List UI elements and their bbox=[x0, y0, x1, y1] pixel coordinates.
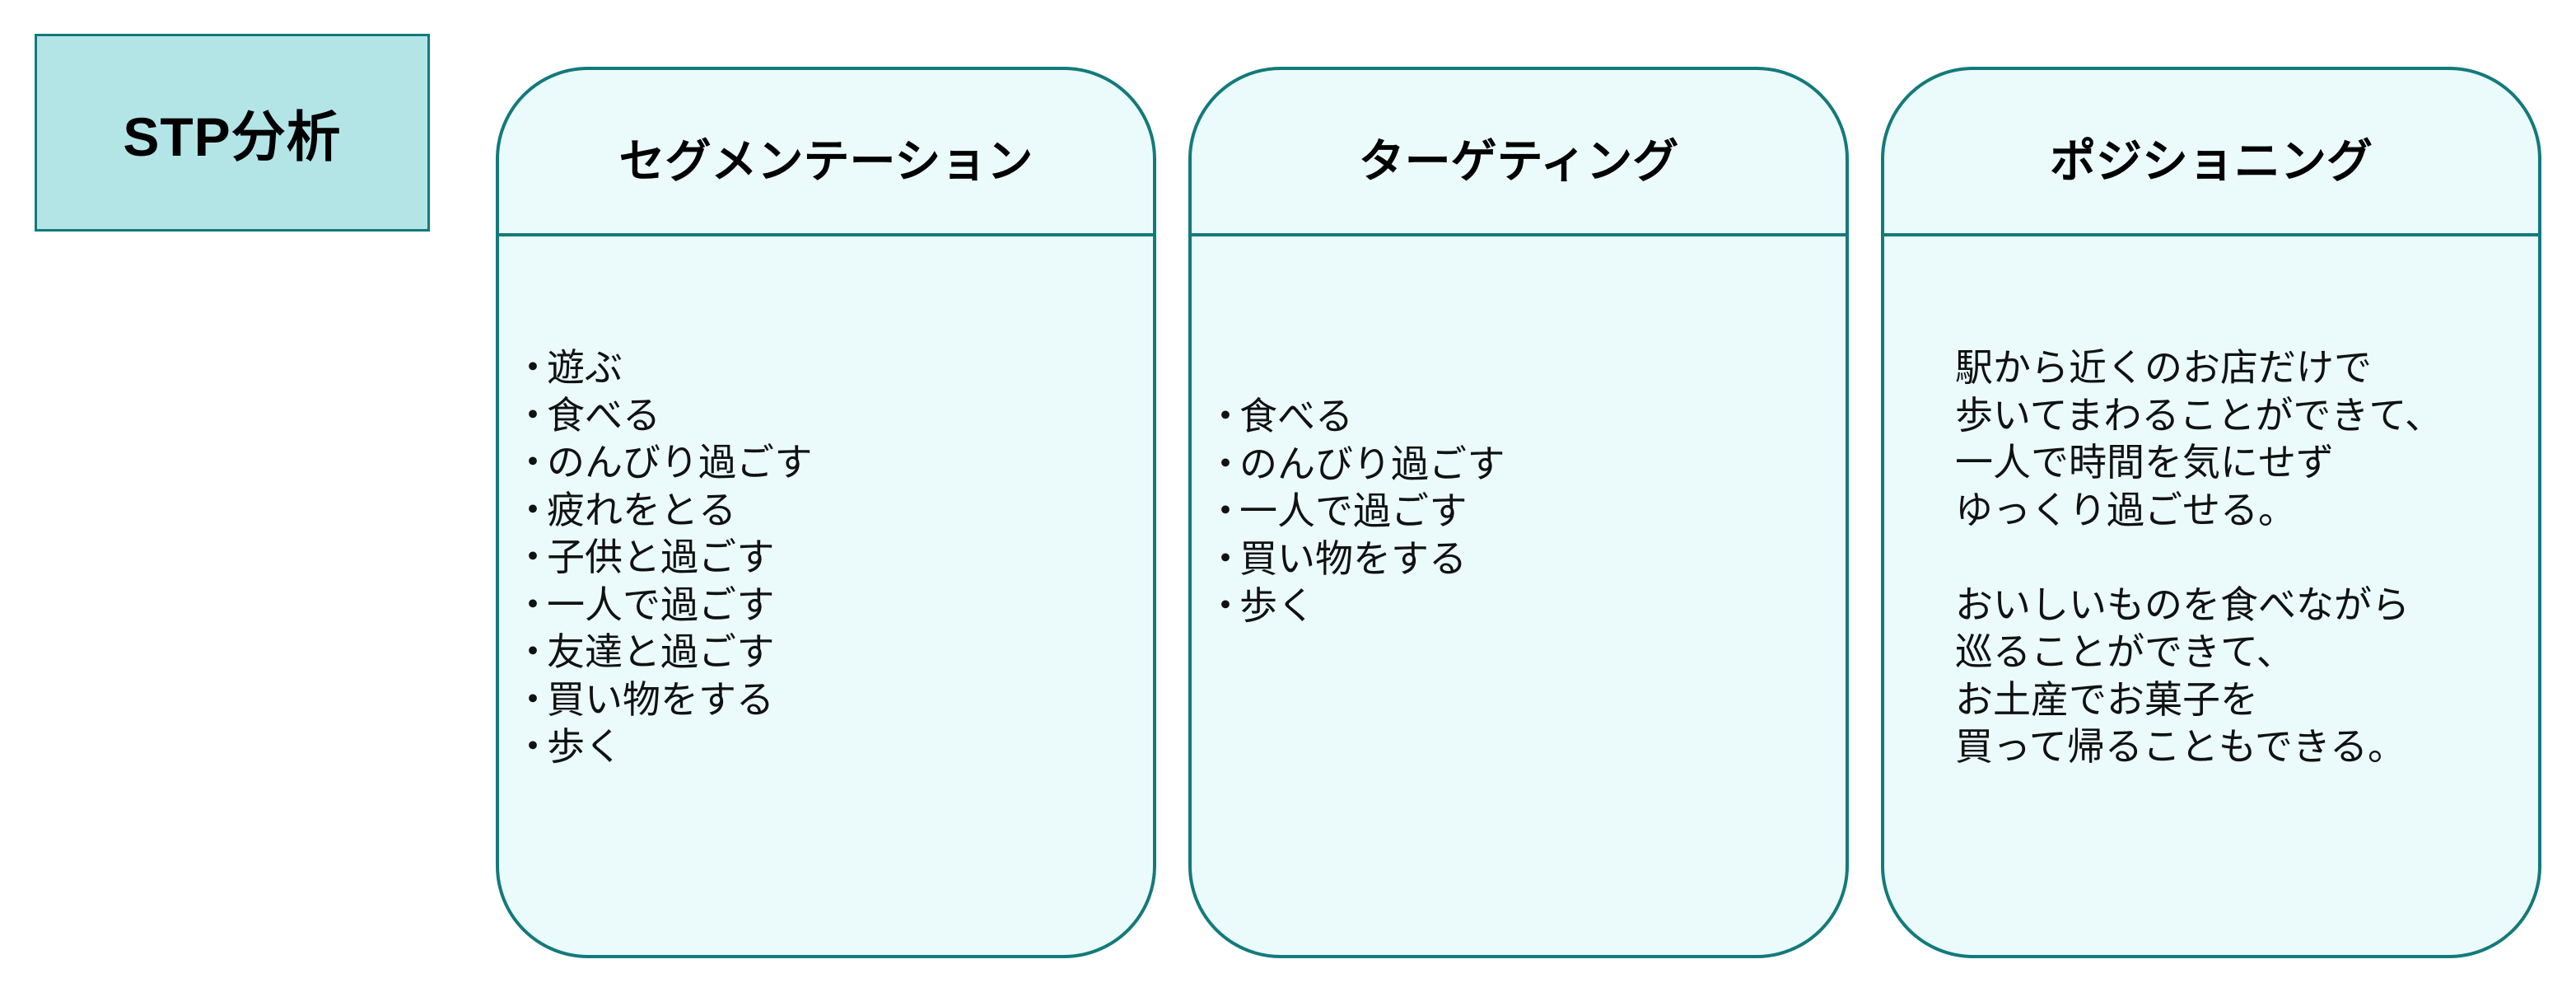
targeting-item-label: 歩く bbox=[1239, 583, 1315, 628]
positioning-line: 一人で時間を気にせず bbox=[1955, 440, 2334, 484]
positioning-card: ポジショニング 駅から近くのお店だけで 歩いてまわることができて、 一人で時間を… bbox=[1881, 67, 2541, 958]
bullet-marker: ・ bbox=[1206, 441, 1244, 486]
targeting-item: ・一人で過ごす bbox=[1206, 488, 1846, 536]
bullet-marker: ・ bbox=[1206, 583, 1244, 628]
targeting-title: ターゲティング bbox=[1358, 134, 1679, 189]
diagram-title: STP分析 bbox=[123, 106, 342, 167]
bullet-marker: ・ bbox=[514, 582, 552, 627]
targeting-list: ・食べる ・のんびり過ごす ・一人で過ごす ・買い物をする ・歩く bbox=[1192, 393, 1846, 630]
bullet-marker: ・ bbox=[514, 724, 552, 769]
positioning-body: 駅から近くのお店だけで 歩いてまわることができて、 一人で時間を気にせず ゆっく… bbox=[1884, 344, 2538, 771]
targeting-body: ・食べる ・のんびり過ごす ・一人で過ごす ・買い物をする ・歩く bbox=[1192, 393, 1846, 630]
segmentation-item-label: 買い物をする bbox=[547, 676, 774, 722]
segmentation-item: ・のんびり過ごす bbox=[514, 439, 1153, 487]
bullet-marker: ・ bbox=[1206, 536, 1244, 581]
targeting-item-label: 食べる bbox=[1239, 394, 1353, 438]
segmentation-item-label: 遊ぶ bbox=[547, 345, 623, 390]
segmentation-body: ・遊ぶ ・食べる ・のんびり過ごす ・疲れをとる ・子供と過ごす ・一人で過ごす… bbox=[499, 344, 1153, 771]
targeting-item: ・歩く bbox=[1206, 583, 1846, 630]
bullet-marker: ・ bbox=[514, 487, 552, 532]
positioning-title: ポジショニング bbox=[2050, 134, 2373, 189]
positioning-line: お土産でお菓子を bbox=[1955, 676, 2258, 722]
targeting-card: ターゲティング ・食べる ・のんびり過ごす ・一人で過ごす ・買い物をする ・歩… bbox=[1188, 67, 1849, 958]
bullet-marker: ・ bbox=[514, 345, 552, 390]
positioning-line: 駅から近くのお店だけで bbox=[1955, 345, 2372, 390]
positioning-line: ゆっくり過ごせる。 bbox=[1955, 487, 2296, 532]
positioning-line: 歩いてまわることができて、 bbox=[1955, 392, 2443, 438]
segmentation-item-label: 食べる bbox=[547, 392, 660, 438]
targeting-item-label: のんびり過ごす bbox=[1239, 441, 1505, 486]
segmentation-item: ・子供と過ごす bbox=[514, 534, 1153, 582]
segmentation-item: ・一人で過ごす bbox=[514, 582, 1153, 629]
segmentation-item-label: 一人で過ごす bbox=[547, 582, 775, 627]
paragraph-gap bbox=[1884, 534, 2538, 582]
targeting-header: ターゲティング bbox=[1192, 70, 1846, 236]
targeting-item: ・食べる bbox=[1206, 393, 1846, 441]
targeting-item: ・買い物をする bbox=[1206, 536, 1846, 583]
segmentation-item: ・買い物をする bbox=[514, 676, 1153, 724]
segmentation-item: ・歩く bbox=[514, 723, 1153, 771]
targeting-item-label: 買い物をする bbox=[1239, 536, 1467, 581]
targeting-item-label: 一人で過ごす bbox=[1239, 489, 1468, 533]
bullet-marker: ・ bbox=[514, 392, 552, 438]
segmentation-card: セグメンテーション ・遊ぶ ・食べる ・のんびり過ごす ・疲れをとる ・子供と過… bbox=[496, 67, 1156, 958]
bullet-marker: ・ bbox=[514, 535, 552, 579]
positioning-paragraph: 駅から近くのお店だけで 歩いてまわることができて、 一人で時間を気にせず ゆっく… bbox=[1884, 344, 2538, 534]
positioning-header: ポジショニング bbox=[1884, 70, 2538, 236]
targeting-item: ・のんびり過ごす bbox=[1206, 441, 1846, 489]
segmentation-item-label: 友達と過ごす bbox=[547, 629, 775, 674]
bullet-marker: ・ bbox=[1206, 394, 1244, 438]
positioning-line: 巡ることができて、 bbox=[1955, 629, 2294, 674]
bullet-marker: ・ bbox=[514, 676, 552, 722]
segmentation-item-label: のんびり過ごす bbox=[547, 440, 813, 484]
segmentation-item-label: 歩く bbox=[547, 724, 623, 769]
positioning-line: おいしいものを食べながら bbox=[1955, 582, 2410, 627]
segmentation-title: セグメンテーション bbox=[618, 134, 1034, 189]
segmentation-item-label: 疲れをとる bbox=[547, 487, 736, 532]
segmentation-item: ・食べる bbox=[514, 392, 1153, 440]
bullet-marker: ・ bbox=[514, 629, 552, 674]
segmentation-list: ・遊ぶ ・食べる ・のんびり過ごす ・疲れをとる ・子供と過ごす ・一人で過ごす… bbox=[499, 344, 1153, 771]
positioning-paragraph: おいしいものを食べながら 巡ることができて、 お土産でお菓子を 買って帰ることも… bbox=[1884, 582, 2538, 771]
segmentation-item: ・疲れをとる bbox=[514, 487, 1153, 535]
segmentation-item-label: 子供と過ごす bbox=[547, 535, 775, 579]
bullet-marker: ・ bbox=[514, 440, 552, 484]
segmentation-item: ・遊ぶ bbox=[514, 344, 1153, 392]
segmentation-header: セグメンテーション bbox=[499, 70, 1153, 236]
bullet-marker: ・ bbox=[1206, 489, 1244, 533]
positioning-line: 買って帰ることもできる。 bbox=[1955, 724, 2406, 769]
segmentation-item: ・友達と過ごす bbox=[514, 629, 1153, 676]
title-box: STP分析 bbox=[35, 34, 430, 232]
